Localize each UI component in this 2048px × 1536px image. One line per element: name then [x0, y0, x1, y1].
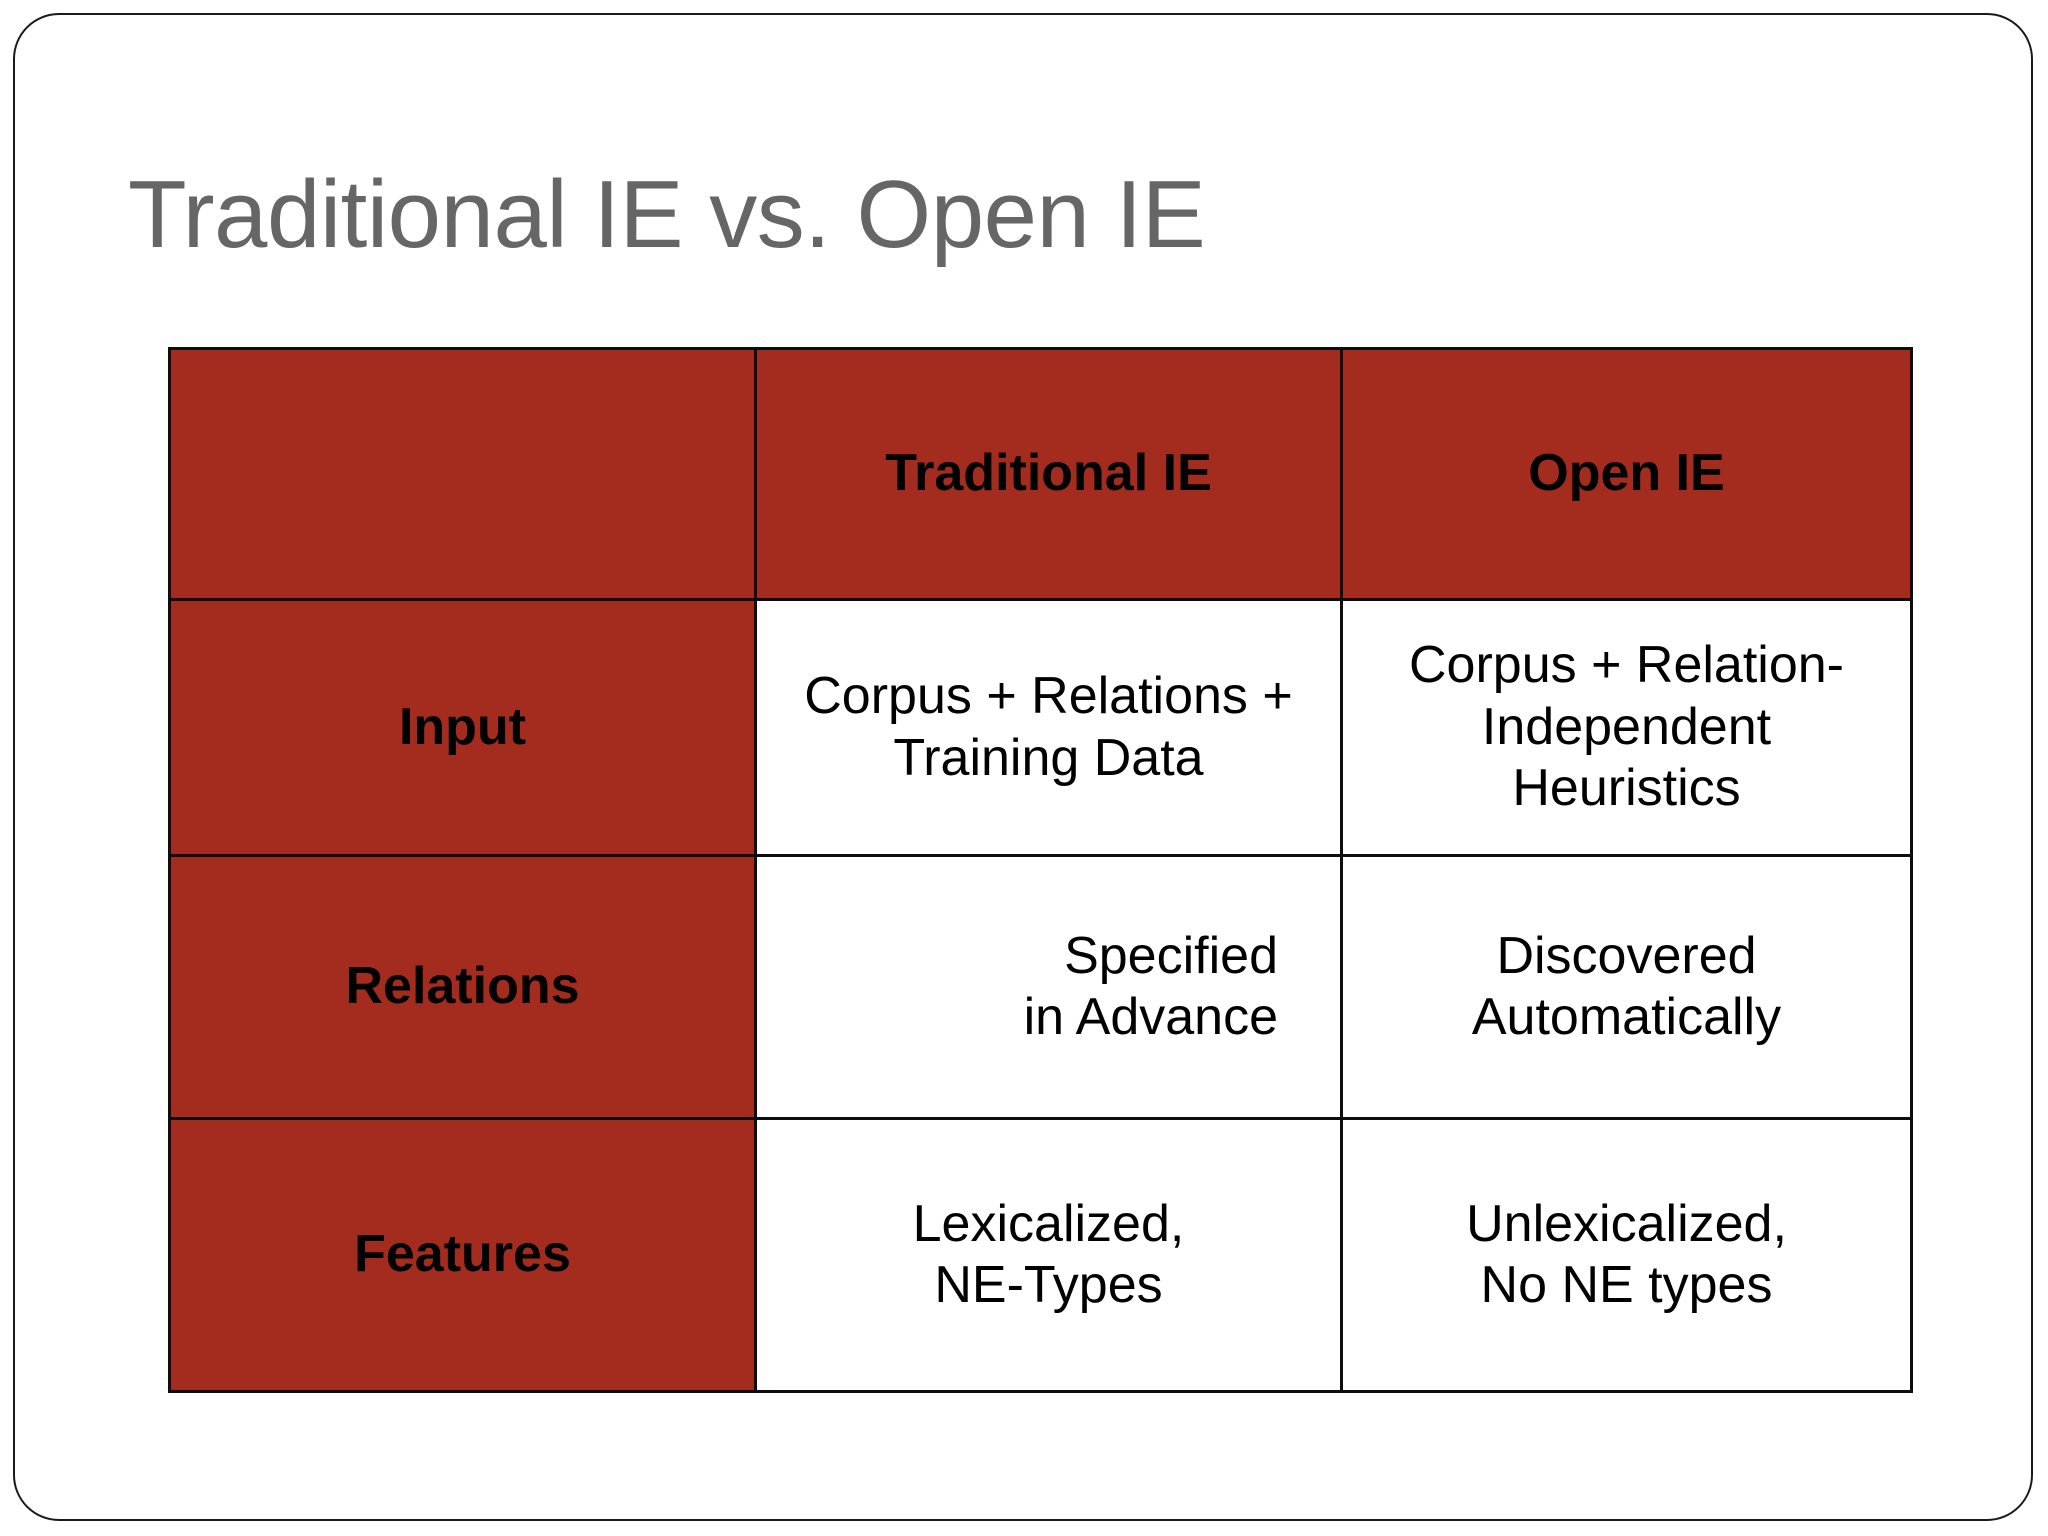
cell-line: Corpus + Relation-: [1409, 636, 1844, 695]
slide-frame: Traditional IE vs. Open IE Traditional I…: [13, 13, 2033, 1521]
cell-line: Specified: [1064, 926, 1278, 985]
table-header-row: Traditional IE Open IE: [168, 347, 1913, 601]
row-label-input: Input: [168, 598, 757, 857]
cell-line: Automatically: [1471, 988, 1782, 1046]
cell-features-traditional-ie: Lexicalized, NE-Types: [754, 1117, 1343, 1393]
table-row: Relations Specified in Advance Discovere…: [168, 854, 1913, 1120]
comparison-table: Traditional IE Open IE Input Corpus + Re…: [168, 347, 1913, 1393]
cell-features-open-ie: Unlexicalized, No NE types: [1340, 1117, 1913, 1393]
cell-line: Unlexicalized,: [1466, 1194, 1787, 1253]
header-cell-traditional-ie: Traditional IE: [754, 347, 1343, 601]
cell-line: Heuristics: [1512, 759, 1741, 818]
cell-line: Independent: [1481, 697, 1772, 756]
cell-line: in Advance: [1023, 988, 1278, 1046]
cell-line: Lexicalized,: [912, 1194, 1185, 1253]
table-row: Input Corpus + Relations + Training Data…: [168, 598, 1913, 857]
cell-line: Discovered: [1496, 926, 1757, 985]
cell-relations-open-ie: Discovered Automatically: [1340, 854, 1913, 1120]
page-title: Traditional IE vs. Open IE: [128, 161, 1206, 268]
row-label-relations: Relations: [168, 854, 757, 1120]
row-label-features: Features: [168, 1117, 757, 1393]
cell-line: No NE types: [1480, 1256, 1773, 1314]
cell-line: Training Data: [893, 728, 1204, 787]
table-row: Features Lexicalized, NE-Types Unlexical…: [168, 1117, 1913, 1393]
header-cell-blank: [168, 347, 757, 601]
cell-input-open-ie: Corpus + Relation- Independent Heuristic…: [1340, 598, 1913, 857]
cell-line: NE-Types: [934, 1256, 1163, 1314]
cell-line: Corpus + Relations +: [804, 667, 1293, 726]
header-cell-open-ie: Open IE: [1340, 347, 1913, 601]
cell-input-traditional-ie: Corpus + Relations + Training Data: [754, 598, 1343, 857]
cell-relations-traditional-ie: Specified in Advance: [754, 854, 1343, 1120]
